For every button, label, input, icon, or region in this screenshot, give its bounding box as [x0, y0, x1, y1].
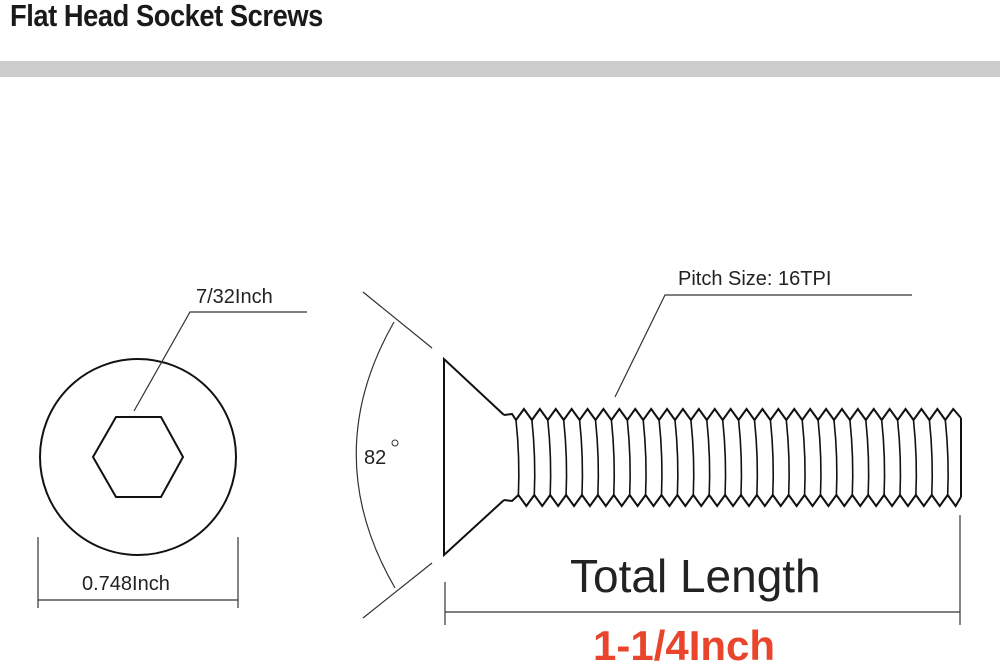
head-top-view [39, 358, 237, 556]
thread-crest-line [801, 419, 806, 496]
thread-bottom-edge [503, 493, 962, 508]
thread-crest-line [578, 419, 584, 496]
thread-crest-line [880, 419, 886, 496]
head-diameter-label: 0.748Inch [82, 573, 170, 595]
header-divider-band [0, 61, 1000, 77]
pitch-leader-line [614, 294, 912, 398]
head-circle [39, 358, 237, 556]
thread-crest-line [690, 419, 695, 496]
thread-crest-line [626, 419, 631, 496]
thread-crest-line [817, 419, 822, 496]
screw-side-view [443, 356, 962, 558]
thread-crest-line [944, 419, 949, 496]
thread-crest-line [706, 419, 711, 496]
total-length-value: 1-1/4Inch [593, 622, 775, 667]
thread-crest-line [547, 419, 552, 496]
angle-label: 82 [364, 447, 386, 469]
thread-crest-line [912, 419, 918, 496]
thread-crest-line [785, 419, 790, 496]
thread-crest-line [515, 419, 520, 496]
thread-crest-line [562, 419, 568, 496]
thread-crest-line [721, 419, 727, 496]
thread-crest-line [865, 419, 870, 496]
angle-arc [355, 321, 396, 589]
thread-crest-line [737, 419, 743, 496]
thread-crest-lines [515, 419, 949, 496]
hex-socket [91, 416, 185, 498]
hex-leader-line [133, 311, 307, 412]
thread-crest-line [928, 419, 934, 496]
hex-size-label: 7/32Inch [196, 286, 273, 308]
pitch-label: Pitch Size: 16TPI [678, 268, 831, 290]
thread-crest-line [769, 419, 775, 496]
angle-ext-top [362, 291, 433, 349]
thread-crest-line [642, 419, 647, 496]
screw-head-profile [443, 356, 505, 558]
thread-crest-line [896, 419, 902, 496]
thread-crest-line [610, 419, 616, 496]
thread-crest-line [833, 419, 838, 496]
thread-top-edge [503, 407, 962, 422]
angle-ext-bottom [362, 562, 433, 619]
page-title: Flat Head Socket Screws [10, 0, 323, 33]
thread-crest-line [531, 419, 536, 496]
thread-crest-line [594, 419, 600, 496]
total-length-label: Total Length [570, 550, 821, 602]
degree-symbol [391, 439, 399, 447]
thread-crest-line [674, 419, 679, 496]
thread-crest-line [849, 419, 854, 496]
thread-crest-line [753, 419, 759, 496]
thread-crest-line [658, 419, 663, 496]
